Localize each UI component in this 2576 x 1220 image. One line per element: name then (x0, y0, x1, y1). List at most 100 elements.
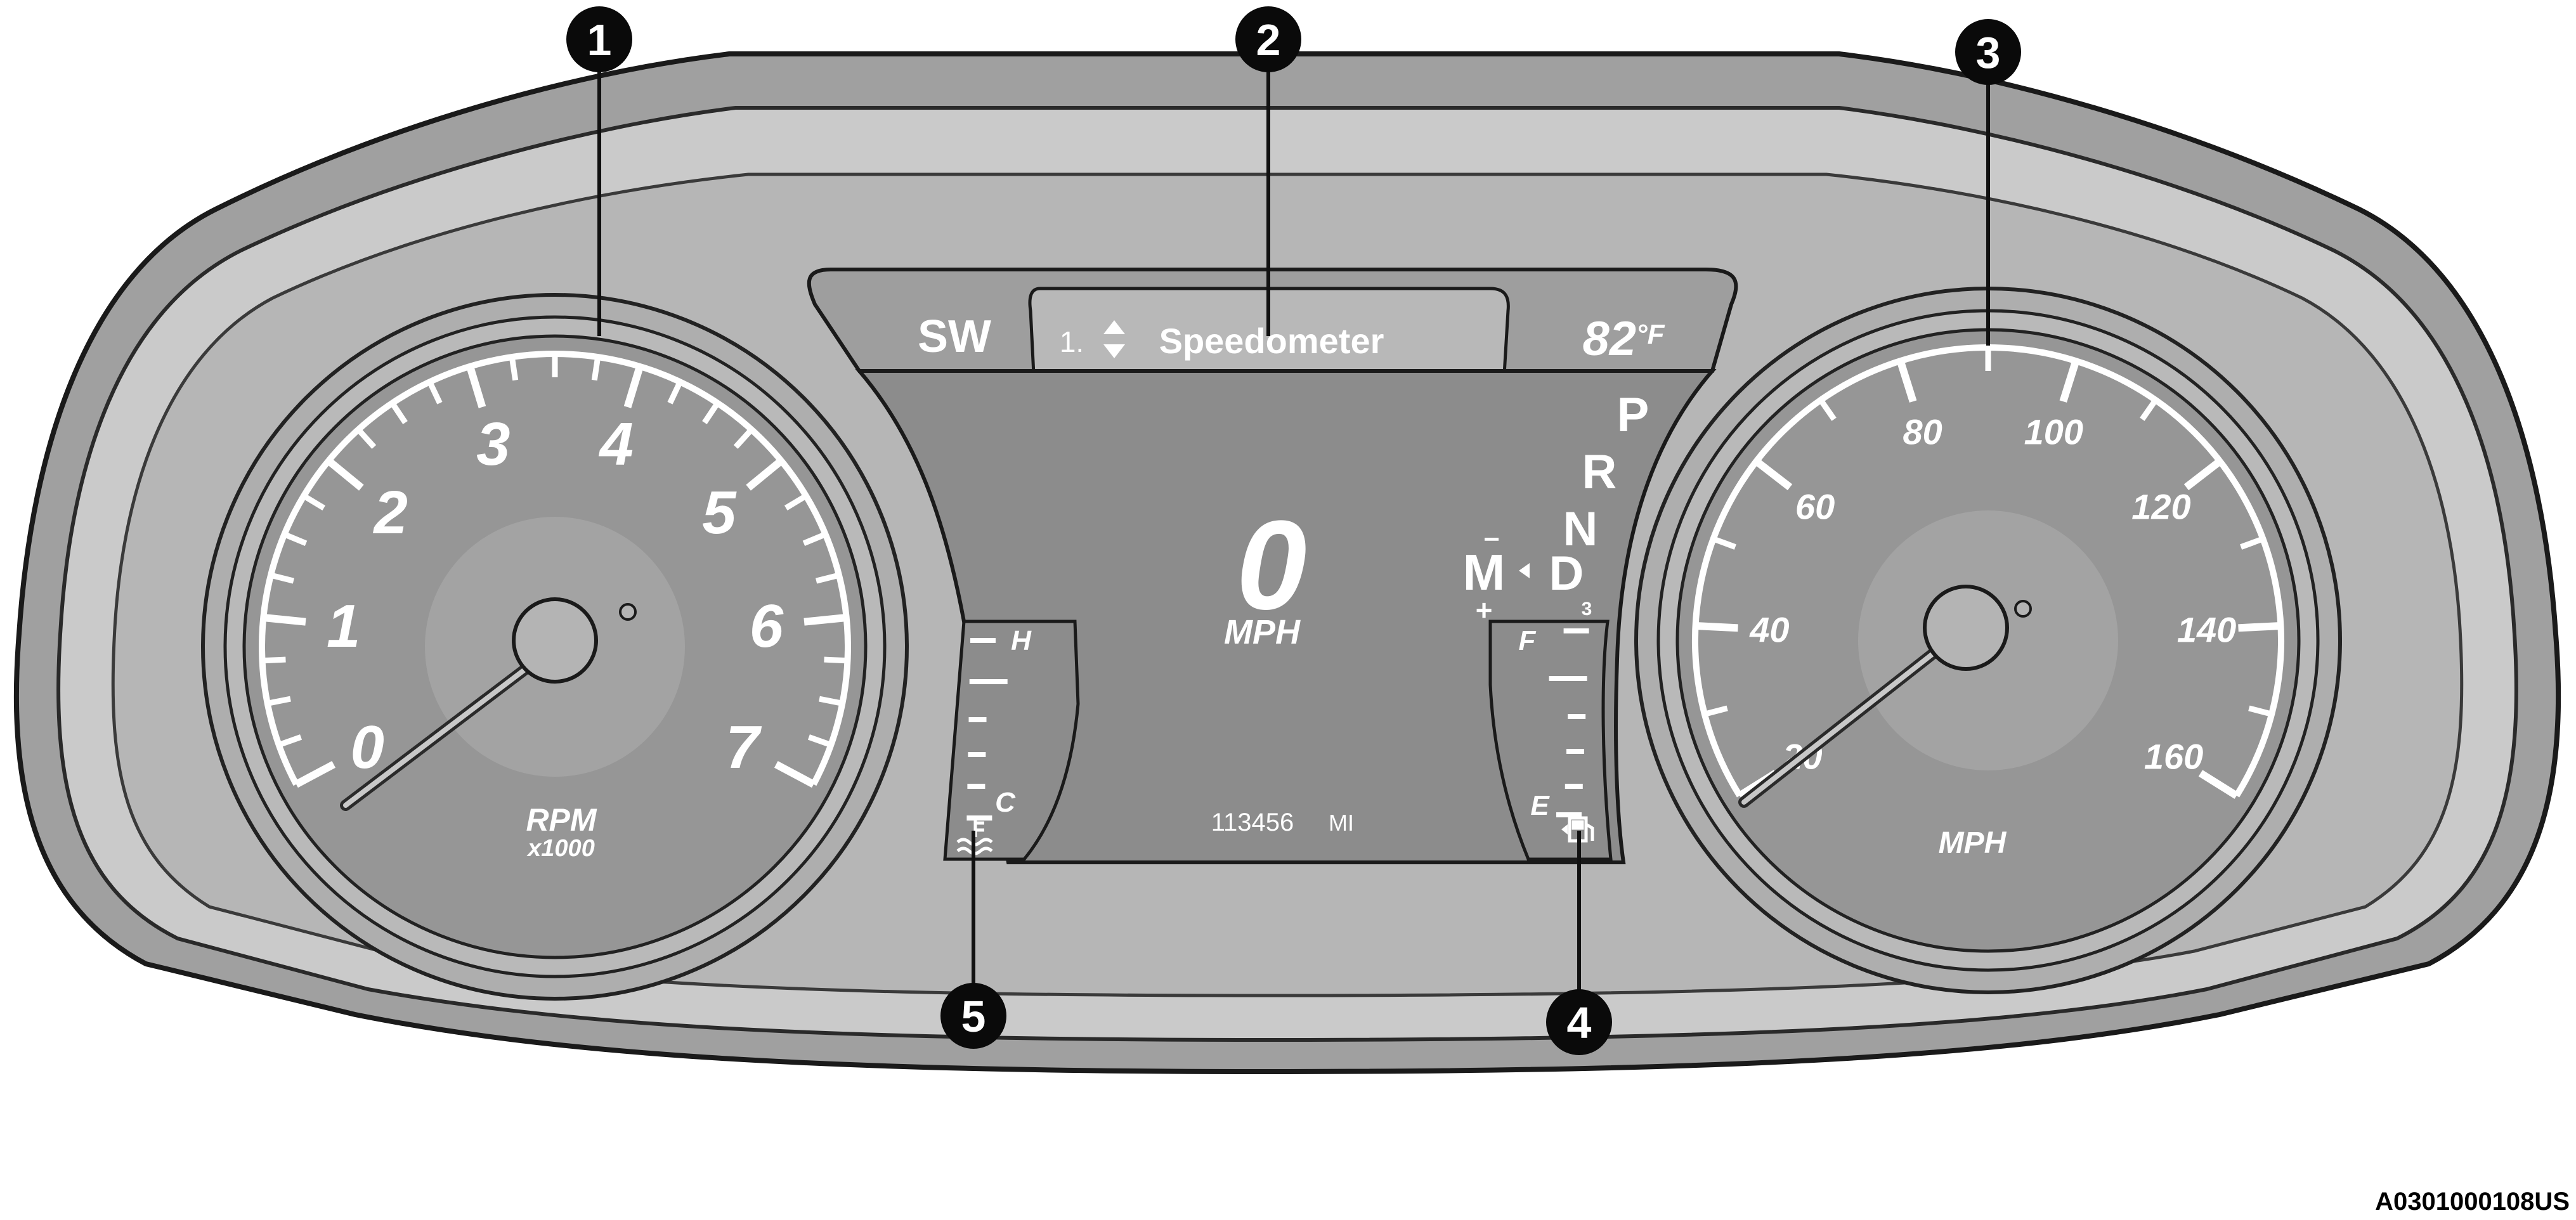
speedometer-tick (2140, 398, 2158, 421)
speedometer-numeral: 80 (1903, 412, 1942, 451)
manual-minus: − (1483, 524, 1500, 555)
callout-marker-1 (566, 6, 632, 72)
tachometer-numeral: 7 (725, 713, 762, 781)
callout-number-5: 5 (961, 992, 986, 1041)
display-temperature: 82°F (1582, 312, 1665, 366)
callout-marker-5 (940, 983, 1006, 1049)
tachometer-scale-arc (259, 351, 851, 786)
fuel-empty-label: E (1530, 790, 1550, 821)
tachometer-tick (427, 380, 443, 405)
odometer-value: 113456 (1211, 808, 1294, 836)
speedometer-tick (2238, 621, 2281, 632)
tachometer-tick (807, 734, 832, 748)
tachometer-ticks (262, 354, 848, 788)
manual-mode-indicator: M (1463, 544, 1506, 600)
tachometer-numeral: 1 (327, 592, 360, 660)
tachometer-numeral: 6 (750, 592, 784, 660)
tachometer-numeral: 2 (373, 479, 408, 547)
tachometer-tick (270, 572, 294, 584)
tachometer-tick (278, 734, 302, 748)
tachometer-hub (512, 597, 598, 684)
gear-p: P (1617, 388, 1649, 442)
manual-pointer-icon (1519, 563, 1530, 578)
display-menu-index: 1. (1060, 325, 1084, 358)
gear-r: R (1582, 445, 1617, 499)
speedometer-tick (2198, 770, 2239, 799)
speedometer: 20406080100120140160 MPH (1634, 287, 2342, 994)
tachometer-tick (702, 401, 720, 424)
fuel-full-label: F (1519, 625, 1537, 656)
coolant-low-label: C (995, 787, 1016, 818)
callout-number-3: 3 (1976, 28, 2001, 77)
tachometer-tick (774, 761, 816, 788)
speedometer-tick (1712, 536, 1736, 550)
speedometer-tick (2240, 536, 2264, 550)
tachometer-numeral: 0 (351, 713, 384, 781)
speedometer-numeral: 100 (2024, 412, 2083, 451)
speedometer-numeral: 40 (1749, 609, 1789, 649)
speedometer-tick (2183, 458, 2223, 491)
callout-number-2: 2 (1256, 15, 1281, 65)
callout-marker-4 (1546, 989, 1612, 1055)
callout-marker-2 (1235, 6, 1301, 72)
speedometer-scale-arc (1692, 344, 2284, 798)
tachometer-tick (283, 531, 308, 547)
speedometer-tick (1695, 621, 1738, 632)
display-sw-label: SW (918, 311, 991, 362)
tachometer-tick (389, 401, 408, 424)
callout-number-1: 1 (587, 15, 612, 65)
tachometer-tick (262, 656, 286, 664)
speedometer-tick (1896, 360, 1917, 403)
coolant-gauge-ticks (966, 638, 1008, 821)
tachometer-numeral: 4 (598, 410, 633, 478)
tachometer-tick (784, 493, 808, 510)
coolant-high-label: H (1011, 625, 1032, 656)
speedometer-numeral: 60 (1795, 487, 1835, 527)
speedometer-tick (2059, 360, 2080, 403)
speedometer-numeral: 120 (2131, 487, 2190, 527)
tachometer-tick (294, 761, 336, 788)
callout-number-4: 4 (1567, 998, 1592, 1048)
speedometer-tick (1753, 458, 1793, 491)
tachometer-numeral: 5 (702, 479, 737, 547)
tachometer-tick (623, 365, 644, 408)
tachometer-tick (356, 427, 377, 449)
speedometer-tick (1703, 705, 1728, 717)
speedometer-tick (2248, 705, 2273, 717)
digital-speed-value: 0 (1236, 495, 1306, 636)
odometer-unit: MI (1329, 810, 1354, 836)
tachometer-tick (466, 365, 486, 408)
speedometer-label: MPH (1939, 826, 2007, 860)
tachometer-sublabel: x1000 (526, 835, 595, 862)
tachometer-tick (302, 493, 326, 510)
tachometer-numeral: 3 (476, 410, 510, 478)
tachometer-tick (803, 614, 847, 626)
gear-d: D (1549, 547, 1584, 600)
speedometer-tick (1818, 398, 1837, 421)
tachometer-tick (802, 531, 827, 547)
fuel-gauge-ticks (1549, 628, 1589, 817)
up-down-arrows-icon (1103, 320, 1125, 358)
gear-n: N (1563, 502, 1598, 556)
speedometer-hub (1923, 585, 2009, 671)
speedometer-numeral: 160 (2144, 736, 2203, 776)
tachometer-tick (509, 356, 519, 381)
display-menu-title: Speedometer (1159, 321, 1384, 361)
tachometer-tick (326, 457, 364, 491)
callout-marker-3 (1955, 19, 2021, 85)
tachometer-tick (824, 656, 848, 664)
digital-speed-unit: MPH (1224, 613, 1301, 651)
gear-number: 3 (1582, 599, 1592, 620)
tachometer-label: RPM (526, 802, 597, 838)
tachometer-tick (266, 696, 291, 706)
tachometer: 0 123 4 56 7 RPM x1000 (201, 293, 909, 1001)
tachometer-tick (746, 457, 784, 491)
tachometer-tick (819, 696, 843, 706)
tachometer-tick (591, 356, 601, 381)
tachometer-tick (816, 572, 840, 584)
figure-code: A0301000108US (2375, 1188, 2570, 1216)
tachometer-tick (733, 427, 754, 449)
speedometer-numeral: 140 (2177, 609, 2236, 649)
tachometer-tick (263, 614, 306, 626)
